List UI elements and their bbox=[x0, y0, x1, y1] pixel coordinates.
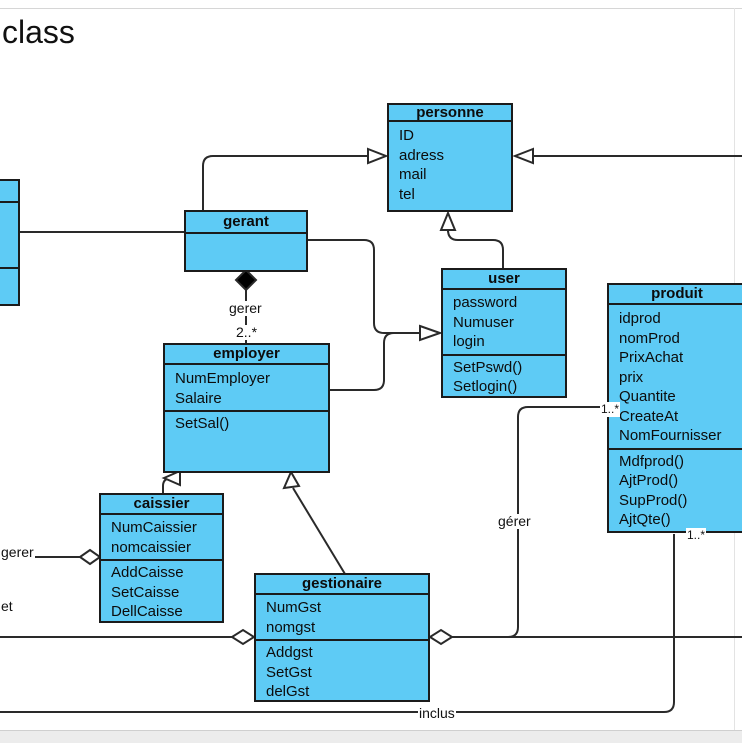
operation: DellCaisse bbox=[111, 603, 183, 620]
class-caissier-operations: AddCaisse SetCaisse DellCaisse bbox=[101, 561, 222, 624]
class-gestionaire-name: gestionaire bbox=[256, 575, 428, 595]
gestionaire-employer-arrowhead bbox=[282, 469, 301, 490]
gerer-produit-label: gérer bbox=[497, 513, 532, 529]
class-user-operations: SetPswd() Setlogin() bbox=[443, 356, 565, 399]
attribute: NumGst bbox=[266, 599, 322, 616]
diagram-title: class bbox=[2, 14, 75, 50]
class-personne[interactable]: personne ID adress mail tel bbox=[387, 103, 513, 212]
attribute: nomcaissier bbox=[111, 538, 192, 556]
operation: SetSal() bbox=[175, 415, 230, 432]
operation: AjtQte() bbox=[619, 511, 671, 528]
class-user-attributes: password Numuser login bbox=[443, 290, 565, 356]
class-employer-name: employer bbox=[165, 345, 328, 365]
class-user-name: user bbox=[443, 270, 565, 290]
et-label: et bbox=[0, 598, 14, 614]
attribute: NumCaissier bbox=[111, 519, 197, 536]
class-employer-attributes: NumEmployer Salaire bbox=[165, 365, 328, 412]
attribute: NomFournisser bbox=[619, 427, 722, 444]
left-partial-class[interactable] bbox=[0, 179, 20, 306]
attribute: password bbox=[453, 294, 518, 311]
operation: AddCaisse bbox=[111, 564, 184, 581]
caissier-employer-arrowhead bbox=[161, 469, 181, 487]
attribute: adress bbox=[399, 146, 445, 164]
class-produit-name: produit bbox=[609, 285, 742, 305]
gestionaire-aggregation-diamond-right bbox=[428, 628, 454, 646]
class-produit-attributes: idprod nomProd PrixAchat prix Quantite C… bbox=[609, 305, 742, 450]
attribute: nomProd bbox=[619, 329, 680, 347]
attribute: NumEmployer bbox=[175, 370, 271, 387]
class-gerant-name: gerant bbox=[186, 212, 306, 234]
gerant-user-generalization bbox=[307, 239, 420, 334]
gerant-personne-arrowhead bbox=[367, 147, 389, 165]
operation: delGst bbox=[266, 683, 310, 700]
caissier-aggregation-diamond bbox=[78, 548, 102, 566]
operation: SetGst bbox=[266, 663, 312, 681]
class-caissier-name: caissier bbox=[101, 495, 222, 515]
bottom-scroll-band bbox=[0, 730, 742, 743]
class-produit-operations: Mdfprod() AjtProd() SupProd() AjtQte() bbox=[609, 450, 742, 532]
top-border bbox=[0, 8, 742, 9]
right-personne-arrowhead bbox=[512, 147, 534, 165]
operation: AjtProd() bbox=[619, 472, 679, 489]
attribute: mail bbox=[399, 166, 427, 183]
produit-bottom-multiplicity: 1..* bbox=[686, 528, 707, 543]
attribute: nomgst bbox=[266, 618, 316, 636]
attribute: tel bbox=[399, 185, 415, 203]
inclus-label: inclus bbox=[418, 705, 456, 721]
attribute: idprod bbox=[619, 310, 661, 327]
user-personne-arrowhead bbox=[439, 210, 457, 231]
attribute: ID bbox=[399, 127, 414, 144]
composition-diamond bbox=[234, 268, 258, 292]
attribute: Numuser bbox=[453, 313, 514, 331]
caissier-gerer-label: gerer bbox=[0, 544, 35, 560]
attribute: prix bbox=[619, 368, 644, 386]
operation: Setlogin() bbox=[453, 378, 518, 395]
user-generalization-arrowhead bbox=[419, 324, 444, 342]
user-personne-generalization bbox=[447, 229, 504, 268]
gestionaire-aggregation-diamond-left bbox=[230, 628, 256, 646]
class-employer-operations: SetSal() bbox=[165, 412, 328, 436]
operation: SupProd() bbox=[619, 491, 688, 509]
class-produit[interactable]: produit idprod nomProd PrixAchat prix Qu… bbox=[607, 283, 742, 533]
attribute: CreateAt bbox=[619, 407, 679, 425]
employer-multiplicity: 2..* bbox=[235, 324, 259, 340]
produit-top-multiplicity: 1..* bbox=[600, 402, 621, 417]
class-gestionaire[interactable]: gestionaire NumGst nomgst Addgst SetGst … bbox=[254, 573, 430, 702]
class-caissier-attributes: NumCaissier nomcaissier bbox=[101, 515, 222, 561]
employer-user-generalization bbox=[330, 332, 420, 391]
gerant-personne-generalization bbox=[202, 155, 368, 232]
operation: SetCaisse bbox=[111, 583, 180, 601]
class-employer[interactable]: employer NumEmployer Salaire SetSal() bbox=[163, 343, 330, 473]
inclus-association bbox=[0, 534, 675, 713]
attribute: Quantite bbox=[619, 388, 676, 405]
gestionaire-employer-generalization bbox=[292, 487, 346, 575]
class-gestionaire-attributes: NumGst nomgst bbox=[256, 595, 428, 641]
attribute: PrixAchat bbox=[619, 349, 684, 366]
class-caissier[interactable]: caissier NumCaissier nomcaissier AddCais… bbox=[99, 493, 224, 623]
gerer-label: gerer bbox=[228, 300, 263, 316]
operation: Addgst bbox=[266, 644, 313, 661]
class-gestionaire-operations: Addgst SetGst delGst bbox=[256, 641, 428, 704]
attribute: login bbox=[453, 333, 485, 350]
operation: SetPswd() bbox=[453, 358, 523, 376]
operation: Mdfprod() bbox=[619, 452, 685, 470]
class-gerant[interactable]: gerant bbox=[184, 210, 308, 272]
class-personne-name: personne bbox=[389, 105, 511, 122]
class-user[interactable]: user password Numuser login SetPswd() Se… bbox=[441, 268, 567, 398]
attribute: Salaire bbox=[175, 389, 222, 407]
class-personne-attributes: ID adress mail tel bbox=[389, 122, 511, 206]
